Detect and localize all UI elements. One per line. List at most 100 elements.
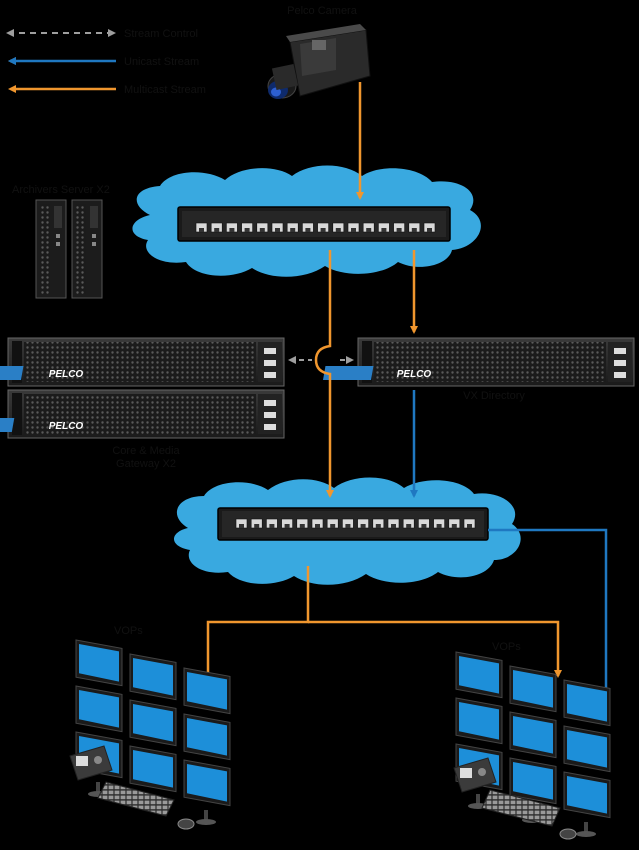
pelco-badge	[322, 366, 374, 380]
mouse-icon	[559, 828, 577, 840]
legend-label-multicast: Multicast Stream	[124, 84, 206, 96]
monitor-icon	[563, 679, 611, 727]
monitor-icon	[183, 759, 231, 807]
pelco-badge	[0, 366, 24, 380]
vx-directory: PELCO VX Directory	[322, 337, 635, 402]
port-icon	[408, 222, 421, 233]
port-icon	[296, 518, 309, 529]
video-wall-workstation-icon	[69, 639, 231, 830]
mouse-icon	[177, 818, 195, 830]
port-icon	[362, 222, 375, 233]
monitor-icon	[509, 665, 557, 713]
port-icon	[286, 222, 299, 233]
joystick-controller-icon	[69, 745, 113, 781]
legend: Stream Control Unicast Stream Multicast …	[6, 28, 206, 96]
workstation-right: VOPs	[453, 641, 611, 840]
stream-lines	[204, 82, 610, 718]
keyboard-icon	[97, 781, 175, 817]
network-top	[132, 165, 481, 277]
port-icon	[250, 518, 263, 529]
core-gateway: PELCO PELCO Core & Media Gateway X2	[0, 337, 285, 470]
tower-server-icon	[35, 199, 103, 299]
port-icon	[402, 518, 415, 529]
camera-node: Pelco Camera	[267, 5, 371, 99]
port-icon	[210, 222, 223, 233]
monitor-icon	[455, 697, 503, 745]
brand-text: PELCO	[49, 369, 84, 380]
monitor-icon	[509, 711, 557, 759]
port-icon	[311, 518, 324, 529]
archiver-servers: Archivers Server X2	[12, 184, 110, 299]
legend-item-multicast: Multicast Stream	[8, 84, 206, 96]
port-icon	[342, 518, 354, 529]
switch-top	[177, 206, 451, 242]
rack-server-icon: PELCO	[0, 389, 285, 439]
port-icon	[266, 518, 278, 529]
port-icon	[271, 222, 284, 233]
legend-label-unicast: Unicast Stream	[124, 56, 199, 68]
port-icon	[226, 222, 238, 233]
port-icon	[256, 222, 269, 233]
multicast-branch-right	[308, 620, 562, 678]
camera-label: Pelco Camera	[287, 5, 358, 17]
port-icon	[281, 518, 293, 529]
brand-text: PELCO	[49, 421, 84, 432]
video-wall-workstation-icon	[453, 651, 611, 840]
monitor-icon	[183, 713, 231, 761]
monitor-icon	[563, 771, 611, 819]
rack-server-icon: PELCO	[0, 337, 285, 387]
monitor-icon	[129, 745, 177, 793]
multicast-switch-to-vops	[204, 566, 310, 692]
multicast-switch-to-switch	[314, 250, 334, 498]
keyboard-icon	[481, 789, 561, 827]
port-icon	[241, 222, 253, 233]
port-icon	[393, 222, 405, 233]
monitor-icon	[455, 651, 503, 699]
port-icon	[387, 518, 400, 529]
port-icon	[463, 518, 476, 529]
monitor-icon	[509, 757, 557, 805]
port-icon	[326, 518, 339, 529]
monitor-icon	[75, 685, 123, 733]
monitor-icon	[129, 653, 177, 701]
monitor-icon	[75, 639, 123, 687]
port-icon	[433, 518, 445, 529]
ip-camera-icon	[267, 24, 371, 99]
port-icon	[378, 222, 390, 233]
monitor-icon	[563, 725, 611, 773]
legend-label-control: Stream Control	[124, 28, 198, 40]
core-gateway-label-1: Core & Media	[112, 445, 180, 457]
monitor-icon	[129, 699, 177, 747]
port-icon	[195, 222, 208, 233]
archiver-label: Archivers Server X2	[12, 184, 110, 196]
port-icon	[235, 518, 248, 529]
pelco-badge	[0, 418, 15, 432]
core-gateway-label-2: Gateway X2	[116, 458, 176, 470]
port-icon	[332, 222, 345, 233]
brand-text: PELCO	[397, 369, 432, 380]
rack-server-icon: PELCO	[322, 337, 635, 387]
switch-bottom	[217, 507, 489, 541]
port-icon	[357, 518, 369, 529]
unicast-switch-to-right-vop	[488, 528, 610, 718]
port-icon	[448, 518, 461, 529]
port-icon	[302, 222, 314, 233]
port-icon	[317, 222, 329, 233]
vx-directory-label: VX Directory	[463, 390, 525, 402]
monitor-icon	[183, 667, 231, 715]
legend-item-stream-control: Stream Control	[6, 28, 198, 40]
port-icon	[418, 518, 430, 529]
switch-ports	[235, 518, 476, 529]
vops-left-label: VOPs	[114, 625, 143, 637]
network-bottom	[174, 477, 521, 585]
switch-ports	[195, 222, 436, 233]
port-icon	[423, 222, 436, 233]
port-icon	[372, 518, 385, 529]
joystick-controller-icon	[453, 757, 497, 793]
legend-item-unicast: Unicast Stream	[8, 56, 199, 68]
vops-right-label: VOPs	[492, 641, 521, 653]
workstation-left: VOPs	[69, 625, 231, 830]
port-icon	[347, 222, 360, 233]
